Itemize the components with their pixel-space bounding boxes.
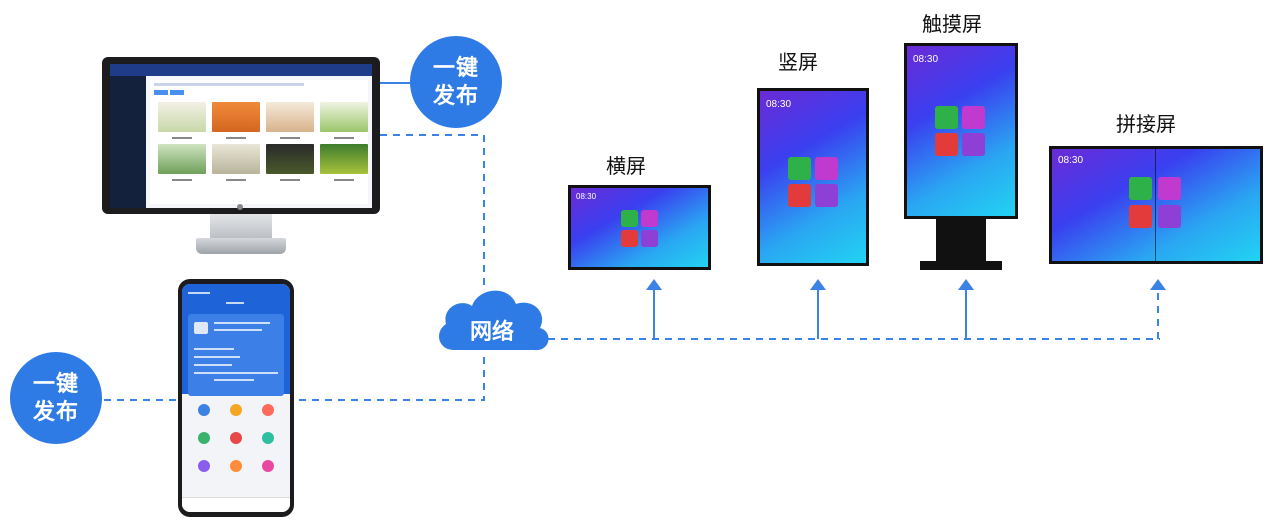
connector-phone-cloud [104,352,485,401]
desktop-monitor [102,57,380,214]
publish-badge-desktop[interactable]: 一键 发布 [410,36,502,128]
arrowhead-horizontal [646,279,662,290]
horizontal-clock: 08:30 [576,192,597,201]
vertical-screen: 08:30 [757,88,869,266]
apps-icon[interactable] [935,106,958,129]
arrowhead-touch [958,279,974,290]
monitor-logo [237,204,243,210]
settings-icon[interactable] [1158,177,1181,200]
phone-star-icon[interactable] [262,404,274,416]
spliced-screen: 08:30 [1049,146,1263,264]
phone-shop-icon[interactable] [262,460,274,472]
phone-info-icon[interactable] [198,404,210,416]
horizontal-screen: 08:30 [568,185,711,270]
publish-badge-line1: 一键 [32,371,79,396]
kiosk-stand [936,219,986,263]
kiosk-base [920,261,1002,270]
touch-screen: 08:30 [904,43,1018,219]
monitor-sidebar [110,76,146,208]
monitor-screen [110,64,372,208]
phone-sync-icon[interactable] [262,432,274,444]
publish-badge-line2: 发布 [32,399,79,424]
touch-screen-title: 触摸屏 [922,14,982,36]
phone-tag-icon[interactable] [198,460,210,472]
mobile-phone [178,279,294,517]
publish-badge-line2: 发布 [432,83,479,108]
phone-settings-icon[interactable] [230,460,242,472]
news-icon[interactable] [935,133,958,156]
arrowhead-vertical [810,279,826,290]
phone-screen [182,284,290,512]
settings-icon[interactable] [815,157,838,180]
monitor-base [196,238,286,254]
news-icon[interactable] [1129,205,1152,228]
apps-icon[interactable] [1129,177,1152,200]
phone-call-icon[interactable] [198,432,210,444]
arrowhead-spliced [1150,279,1166,290]
browser-icon[interactable] [962,133,985,156]
vertical-clock: 08:30 [766,99,792,110]
settings-icon[interactable] [641,210,658,227]
news-icon[interactable] [788,184,811,207]
browser-icon[interactable] [815,184,838,207]
cloud-icon [439,290,549,351]
publish-badge-mobile[interactable]: 一键 发布 [10,352,102,444]
splice-seam [1155,149,1156,261]
spliced-clock: 08:30 [1058,155,1084,166]
browser-icon[interactable] [1158,205,1181,228]
browser-icon[interactable] [641,230,658,247]
monitor-stand [210,214,272,240]
monitor-main [150,80,368,204]
apps-icon[interactable] [621,210,638,227]
phone-tabbar[interactable] [182,497,290,512]
monitor-topbar [110,64,372,76]
apps-icon[interactable] [788,157,811,180]
spliced-screen-title: 拼接屏 [1116,114,1176,136]
network-label: 网络 [469,319,514,344]
touch-clock: 08:30 [913,54,939,65]
phone-device-card [188,314,284,396]
phone-tools-icon[interactable] [230,404,242,416]
phone-power-icon[interactable] [230,432,242,444]
connector-monitor-cloud [380,134,485,290]
vertical-screen-title: 竖屏 [778,52,818,74]
news-icon[interactable] [621,230,638,247]
settings-icon[interactable] [962,106,985,129]
publish-badge-line1: 一键 [432,55,479,80]
horizontal-screen-title: 横屏 [606,156,646,178]
